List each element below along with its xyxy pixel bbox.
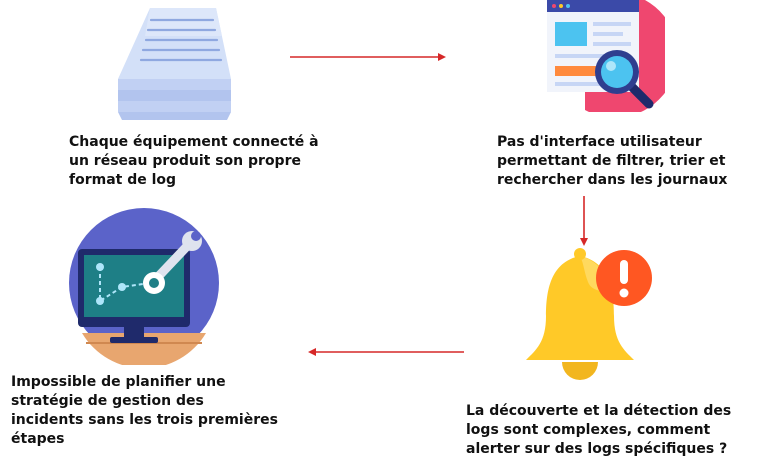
document-lines	[139, 18, 223, 62]
step-2-caption: Pas d'interface utilisateur permettant d…	[497, 134, 728, 188]
browser-search-icon	[547, 0, 665, 112]
step-3-caption: La découverte et la détection des logs s…	[466, 403, 732, 457]
text-line	[555, 54, 615, 58]
wrench-icon	[143, 231, 202, 294]
browser-titlebar	[547, 0, 639, 12]
text-line	[593, 42, 631, 46]
window-dot-green	[566, 4, 570, 8]
arrow-right	[290, 53, 446, 61]
document-stack-icon	[118, 8, 231, 120]
monitor-wrench-icon	[69, 208, 219, 365]
paper-stack	[118, 8, 231, 120]
text-line	[593, 22, 631, 26]
text-line	[555, 82, 601, 86]
window-dot-red	[552, 4, 556, 8]
blue-content-block	[555, 22, 587, 46]
step-4-caption: Impossible de planifier une stratégie de…	[11, 374, 278, 447]
window-dot-yellow	[559, 4, 563, 8]
step-1-caption: Chaque équipement connecté à un réseau p…	[69, 134, 319, 188]
alert-badge-icon	[596, 250, 652, 306]
arrow-left	[308, 348, 464, 356]
arrow-down	[580, 196, 588, 246]
orange-bar	[555, 66, 601, 76]
text-line	[593, 32, 623, 36]
magnifier	[595, 50, 654, 109]
alert-bell-icon	[526, 248, 652, 380]
